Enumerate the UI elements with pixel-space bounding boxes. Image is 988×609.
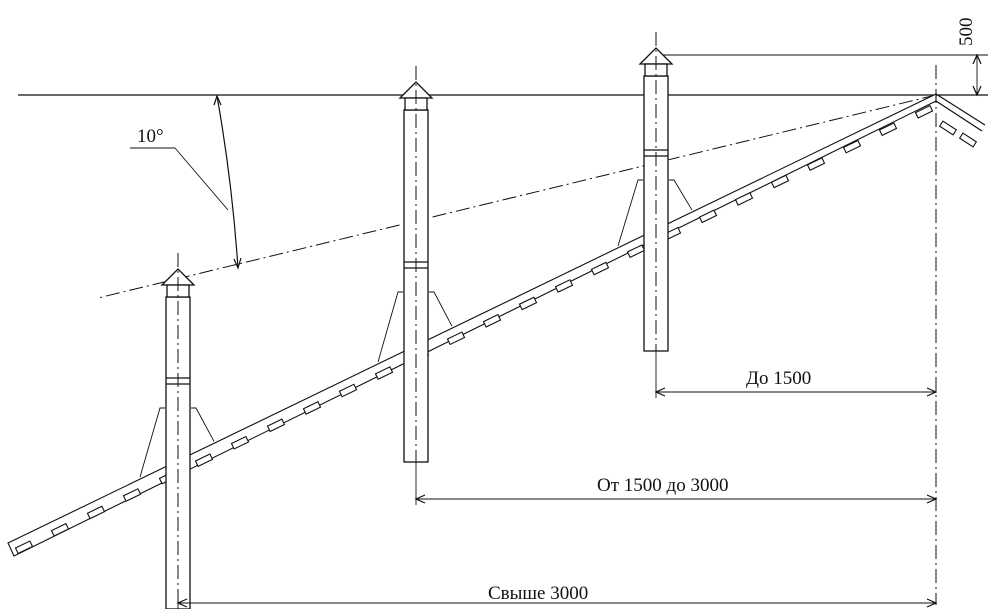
roof-tile [770,174,790,189]
roof-tile [842,139,862,154]
roof-tile [374,366,394,380]
roof-tile [914,104,934,119]
roof-tile [302,400,322,415]
roof-tile [878,122,898,137]
roof-tile [938,120,958,136]
roof-tile [626,244,646,259]
roof-tile [554,279,574,293]
dimension-mid: От 1500 до 3000 [414,462,938,505]
roof-tile [518,296,538,311]
roof-tile [50,522,70,537]
chimney-pipe [377,66,453,463]
roof-tile [446,331,466,346]
roof-slope [7,93,986,557]
ten-degree-line [97,94,937,299]
chimney-pipe [617,32,693,352]
angle-label: 10° [137,126,164,147]
roof-tile [590,261,610,276]
dimension-far-label: Свыше 3000 [488,583,588,604]
roof-tile [734,191,754,206]
roof-tile [698,209,718,224]
height-label: 500 [956,18,977,47]
height-dimension: 500 [956,18,982,97]
angle-annotation: 10° [130,94,242,270]
roof-tile [958,132,978,148]
dimension-mid-label: От 1500 до 3000 [597,475,728,496]
roof-tile [230,435,250,450]
roof-tile [194,453,214,468]
chimney-pipe [139,253,215,609]
roof-tile [122,488,142,502]
roof-tile [86,505,106,520]
roof-tile [806,157,826,171]
roof-tile [482,313,502,328]
roof-tile [14,540,34,555]
dimension-far: Свыше 3000 [176,583,938,609]
dimension-near: До 1500 [654,345,938,398]
roof-tile [266,418,286,433]
dimension-near-label: До 1500 [746,368,811,389]
roof-tile [338,383,358,398]
